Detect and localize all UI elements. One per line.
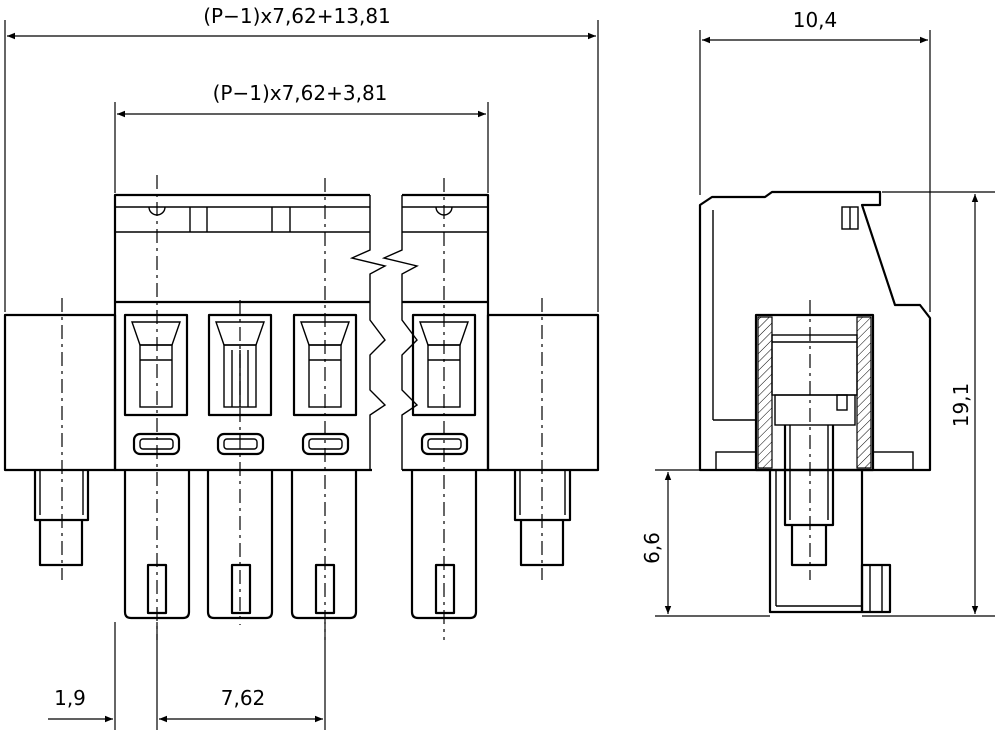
- left-flange: [3, 313, 117, 472]
- mounting-pins: [33, 470, 572, 567]
- edge-offset-label: 1,9: [54, 686, 86, 710]
- inner-width-label: (P−1)x7,62+3,81: [213, 81, 388, 105]
- front-view: [3, 175, 600, 640]
- clamp-openings: [123, 313, 477, 417]
- body-left: [113, 193, 372, 472]
- break-line-left: [349, 195, 387, 470]
- right-flange: [486, 313, 600, 472]
- center-lines: [61, 175, 543, 640]
- dimension-labels: (P−1)x7,62+13,81 (P−1)x7,62+3,81 10,4 19…: [54, 4, 973, 710]
- side-height-label: 19,1: [949, 383, 973, 428]
- overall-width-label: (P−1)x7,62+13,81: [203, 4, 391, 28]
- dimension-lines: [4, 20, 995, 730]
- side-view: [698, 190, 932, 614]
- hatch-right: [856, 316, 872, 469]
- side-width-label: 10,4: [793, 8, 838, 32]
- body-right: [402, 193, 490, 472]
- release-slots: [132, 432, 469, 456]
- pitch-label: 7,62: [221, 686, 266, 710]
- contact-housings: [123, 470, 478, 620]
- hatch-left: [757, 316, 773, 469]
- side-outline: [698, 190, 932, 472]
- break-line-right: [381, 195, 419, 470]
- pin-length-label: 6,6: [640, 532, 664, 564]
